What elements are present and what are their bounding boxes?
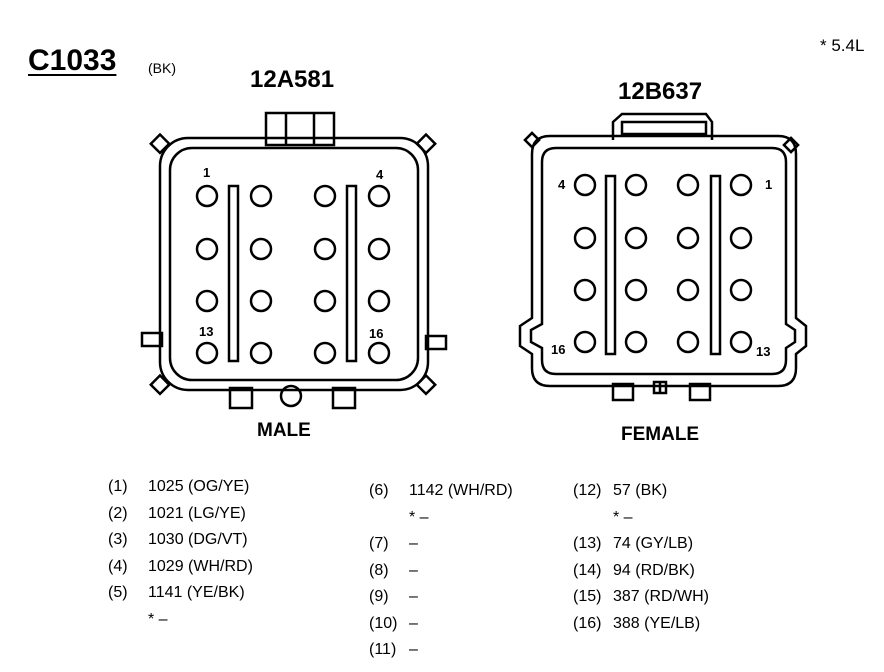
pin-number: (8) — [369, 561, 389, 579]
circuit: 57 (BK) — [613, 482, 668, 499]
pinout-row: (12) 57 (BK) — [573, 478, 709, 505]
pinout-row: (4) 1029 (WH/RD) — [108, 554, 253, 581]
pinout-column-2: (6)1142 (WH/RD) * – (7)– (8)– (9)– (10)–… — [369, 478, 513, 664]
pin-number: (6) — [369, 482, 389, 499]
pinout-row: (7) – — [369, 531, 513, 558]
pin-number: (12) — [573, 482, 602, 499]
male-pin-label-4: 4 — [376, 167, 384, 182]
circuit: – — [409, 561, 418, 579]
engine-note: * 5.4L — [820, 36, 865, 55]
female-pin-label-4: 4 — [558, 177, 566, 192]
circuit: 388 (YE/LB) — [613, 614, 701, 632]
circuit: 1141 (YE/BK) — [148, 584, 245, 601]
female-connector-drawing — [518, 112, 808, 402]
male-label: MALE — [257, 420, 311, 441]
circuit: 1142 (WH/RD) — [409, 482, 513, 499]
pinout-column-3: (12) 57 (BK) * – (13) 74 (GY/LB) (14) 94 (R… — [573, 478, 709, 637]
pin-number: (4) — [108, 557, 128, 575]
pinout-row: (14) 94 (RD/BK) — [573, 558, 709, 585]
pin-number: (3) — [108, 531, 128, 548]
pin-number: (9) — [369, 588, 389, 605]
pin-number: (2) — [108, 504, 128, 522]
pinout-row: (11)– — [369, 637, 513, 664]
pinout-row: (9) – — [369, 584, 513, 611]
connector-id: C1033 — [28, 44, 117, 77]
circuit: 1021 (LG/YE) — [148, 504, 246, 522]
circuit: – — [409, 614, 418, 632]
circuit: – — [409, 535, 418, 552]
pinout-sub-row: * – — [148, 610, 168, 628]
pinout-column-1: (1) 1025 (OG/YE) (2) 1021 (LG/YE) (3) 1030 … — [108, 474, 253, 633]
pin-number: (5) — [108, 584, 128, 601]
male-pin-label-1: 1 — [203, 165, 211, 180]
pinout-row: (8) – — [369, 558, 513, 585]
pin-number: (7) — [369, 535, 389, 552]
circuit: – — [409, 588, 418, 605]
male-part-number: 12A581 — [250, 66, 335, 93]
female-pin-label-1: 1 — [765, 177, 773, 192]
pinout-sub-row: * – — [613, 508, 633, 526]
circuit: 94 (RD/BK) — [613, 561, 695, 579]
pinout-row: (13) 74 (GY/LB) — [573, 531, 709, 558]
pinout-row: (1) 1025 (OG/YE) — [108, 474, 253, 501]
circuit: 1029 (WH/RD) — [148, 557, 253, 575]
pin-number: (14) — [573, 561, 602, 579]
pinout-row: (2) 1021 (LG/YE) — [108, 501, 253, 528]
pinout-row: (10)– — [369, 611, 513, 638]
male-connector-drawing — [140, 111, 448, 410]
pin-number: (11) — [369, 641, 397, 658]
pin-number: (13) — [573, 535, 602, 552]
circuit: 74 (GY/LB) — [613, 535, 694, 552]
pinout-row: (16) 388 (YE/LB) — [573, 611, 709, 638]
pinout-row: (3) 1030 (DG/VT) — [108, 527, 253, 554]
female-label: FEMALE — [621, 424, 700, 445]
female-part-number: 12B637 — [618, 78, 703, 105]
male-pin-label-13: 13 — [199, 324, 214, 339]
female-pin-label-16: 16 — [551, 342, 566, 357]
pin-number: (10) — [369, 614, 398, 632]
circuit: 387 (RD/WH) — [613, 588, 710, 605]
circuit: 1025 (OG/YE) — [148, 478, 250, 495]
pinout-row: (6) 1142 (WH/RD) — [369, 478, 513, 505]
pinout-sub-row: * – — [409, 508, 429, 526]
pin-number: (15) — [573, 588, 602, 605]
pinout-row: (5) 1141 (YE/BK) — [108, 580, 253, 607]
pinout-row: (15) 387 (RD/WH) — [573, 584, 709, 611]
pin-number: (1) — [108, 478, 128, 495]
circuit: 1030 (DG/VT) — [148, 531, 248, 548]
male-pin-label-16: 16 — [369, 326, 384, 341]
circuit: – — [409, 641, 418, 658]
connector-color: (BK) — [148, 60, 176, 76]
pin-number: (16) — [573, 614, 602, 632]
female-pin-label-13: 13 — [756, 344, 771, 359]
